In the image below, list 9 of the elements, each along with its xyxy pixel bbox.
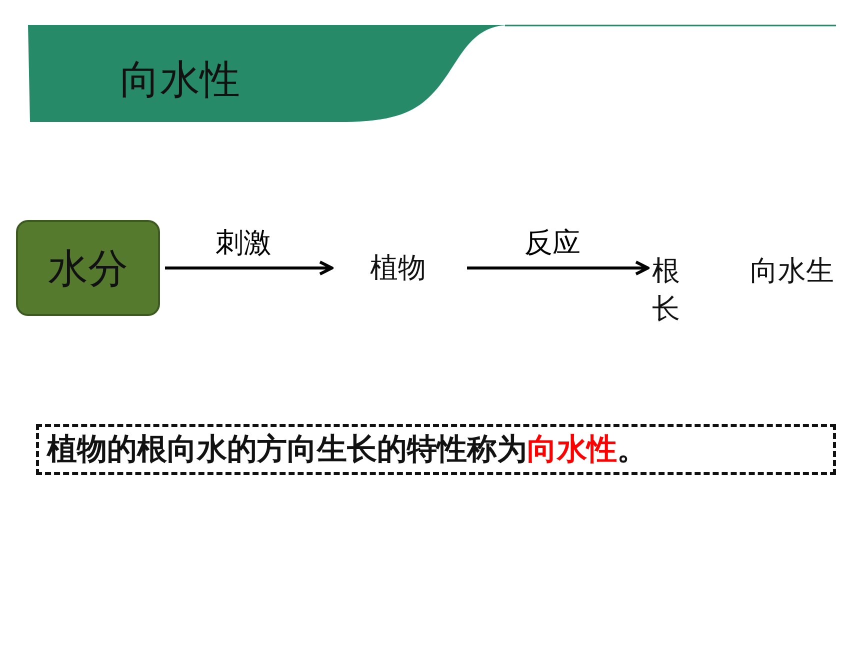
label: 向水生: [750, 253, 834, 289]
arrow: [467, 260, 650, 276]
edge-label: 刺激: [214, 228, 274, 259]
slide-title: 向水性: [120, 56, 240, 105]
process-box: 水分: [16, 220, 160, 316]
node-text: 根长: [650, 252, 682, 328]
node-text: 植物: [334, 248, 462, 288]
arrow: [165, 260, 334, 276]
definition-box: 植物的根向水的方向生长的特性称为向水性。: [36, 424, 836, 475]
